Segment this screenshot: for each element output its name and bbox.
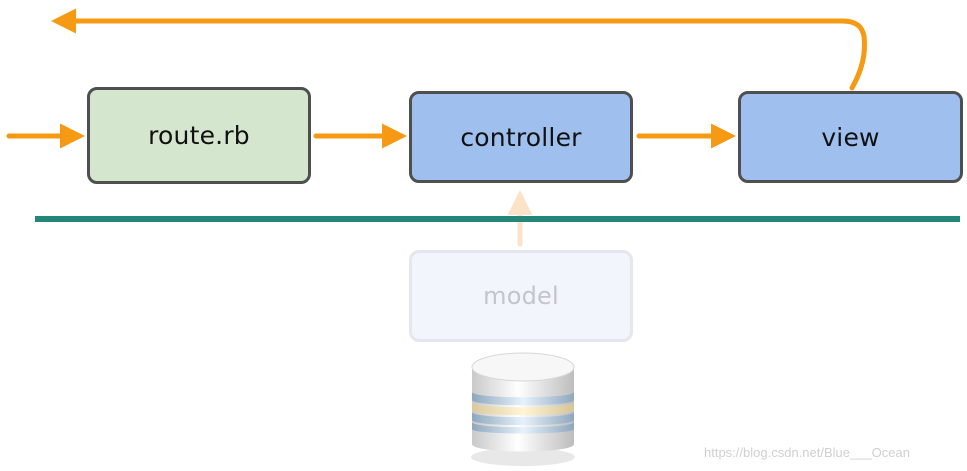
route-node: route.rb (87, 87, 311, 184)
view-label: view (821, 122, 880, 152)
database-icon (471, 352, 575, 466)
controller-label: controller (460, 122, 582, 152)
view-node: view (738, 91, 963, 183)
watermark-text: https://blog.csdn.net/Blue___Ocean (704, 445, 910, 460)
model-node: model (409, 250, 633, 342)
layer-divider (35, 216, 960, 222)
return-arrow (51, 8, 867, 91)
route-label: route.rb (148, 121, 250, 150)
controller-node: controller (409, 91, 633, 183)
model-label: model (483, 282, 559, 310)
